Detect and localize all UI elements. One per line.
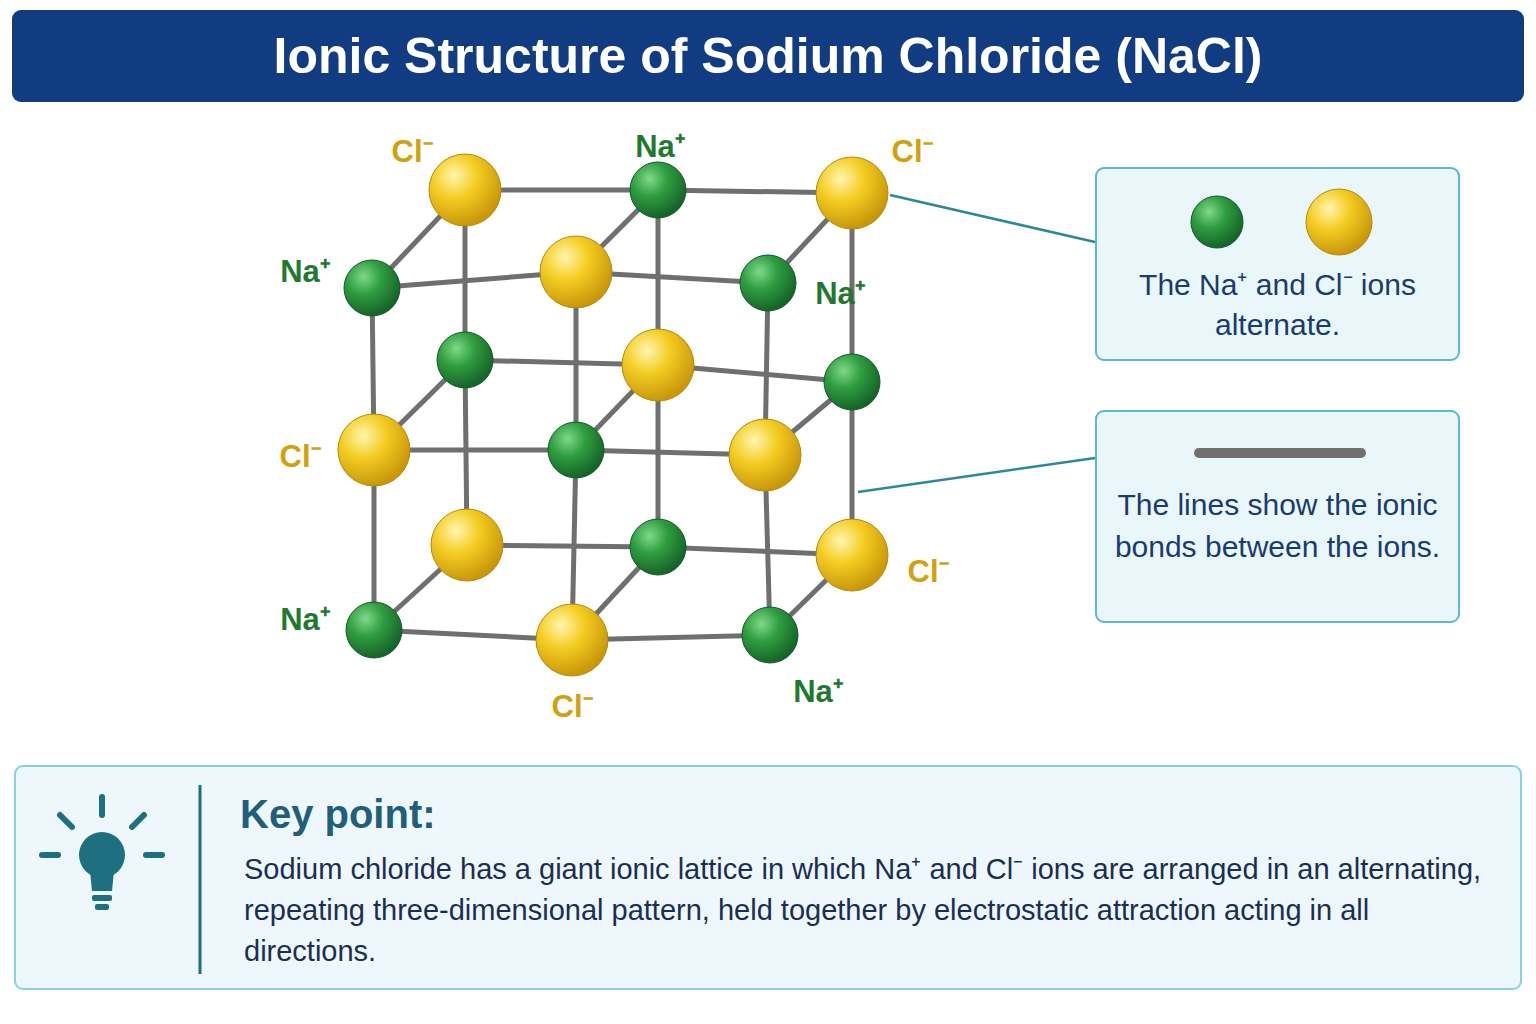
sodium-ion	[742, 607, 798, 663]
sodium-ion	[630, 162, 686, 218]
divider-line	[199, 785, 202, 974]
ion-spheres	[338, 154, 888, 676]
bulb-icon	[90, 871, 114, 891]
chloride-ion	[729, 419, 801, 491]
ion-label: Na⁺	[793, 669, 843, 711]
bulb-ray	[99, 797, 105, 815]
sodium-sample	[1191, 196, 1243, 248]
sodium-ion	[344, 260, 400, 316]
chloride-ion	[338, 414, 410, 486]
chloride-ion	[429, 154, 501, 226]
leader-line	[858, 458, 1095, 492]
chloride-ion	[816, 157, 888, 229]
key-body: Sodium chloride has a giant ionic lattic…	[244, 849, 1500, 972]
callout-box: The lines show the ionic bonds between t…	[1095, 410, 1460, 623]
bulb-ray	[60, 815, 72, 827]
chloride-sample	[1306, 189, 1372, 255]
ion-label: Cl⁻	[392, 129, 433, 171]
bulb-ray	[146, 852, 162, 858]
chloride-ion	[622, 329, 694, 401]
chloride-ion	[540, 236, 612, 308]
bond-lines	[372, 190, 852, 640]
leader-line	[890, 195, 1095, 242]
callout-text: The Na⁺ and Cl⁻ ions alternate.	[1097, 265, 1458, 345]
bulb-ray	[132, 815, 144, 827]
sodium-ion	[437, 332, 493, 388]
title-text: Ionic Structure of Sodium Chloride (NaCl…	[12, 10, 1524, 102]
sodium-ion	[548, 422, 604, 478]
ion-label: Na⁺	[635, 124, 685, 166]
sodium-ion	[630, 519, 686, 575]
ion-label: Cl⁻	[552, 684, 593, 726]
key-point-box: Key point: Sodium chloride has a giant io…	[14, 765, 1522, 990]
ion-label: Na⁺	[280, 597, 330, 639]
bond-sample	[1199, 448, 1361, 458]
ion-label: Cl⁻	[908, 549, 949, 591]
bulb-icon	[92, 895, 112, 901]
key-heading: Key point:	[240, 789, 1520, 839]
ion-label: Na⁺	[280, 249, 330, 291]
chloride-ion	[816, 519, 888, 591]
chloride-ion	[536, 604, 608, 676]
ion-label: Na⁺	[815, 271, 865, 313]
callout-text: The lines show the ionic bonds between t…	[1097, 484, 1458, 568]
sodium-ion	[824, 354, 880, 410]
title-banner	[12, 10, 1524, 102]
chloride-ion	[431, 509, 503, 581]
bulb-icon	[95, 904, 109, 910]
ion-label: Cl⁻	[892, 129, 933, 171]
sodium-ion	[740, 255, 796, 311]
bulb-ray	[42, 852, 58, 858]
sodium-ion	[346, 602, 402, 658]
ion-label: Cl⁻	[280, 434, 321, 476]
callout-box: The Na⁺ and Cl⁻ ions alternate.	[1095, 167, 1460, 361]
